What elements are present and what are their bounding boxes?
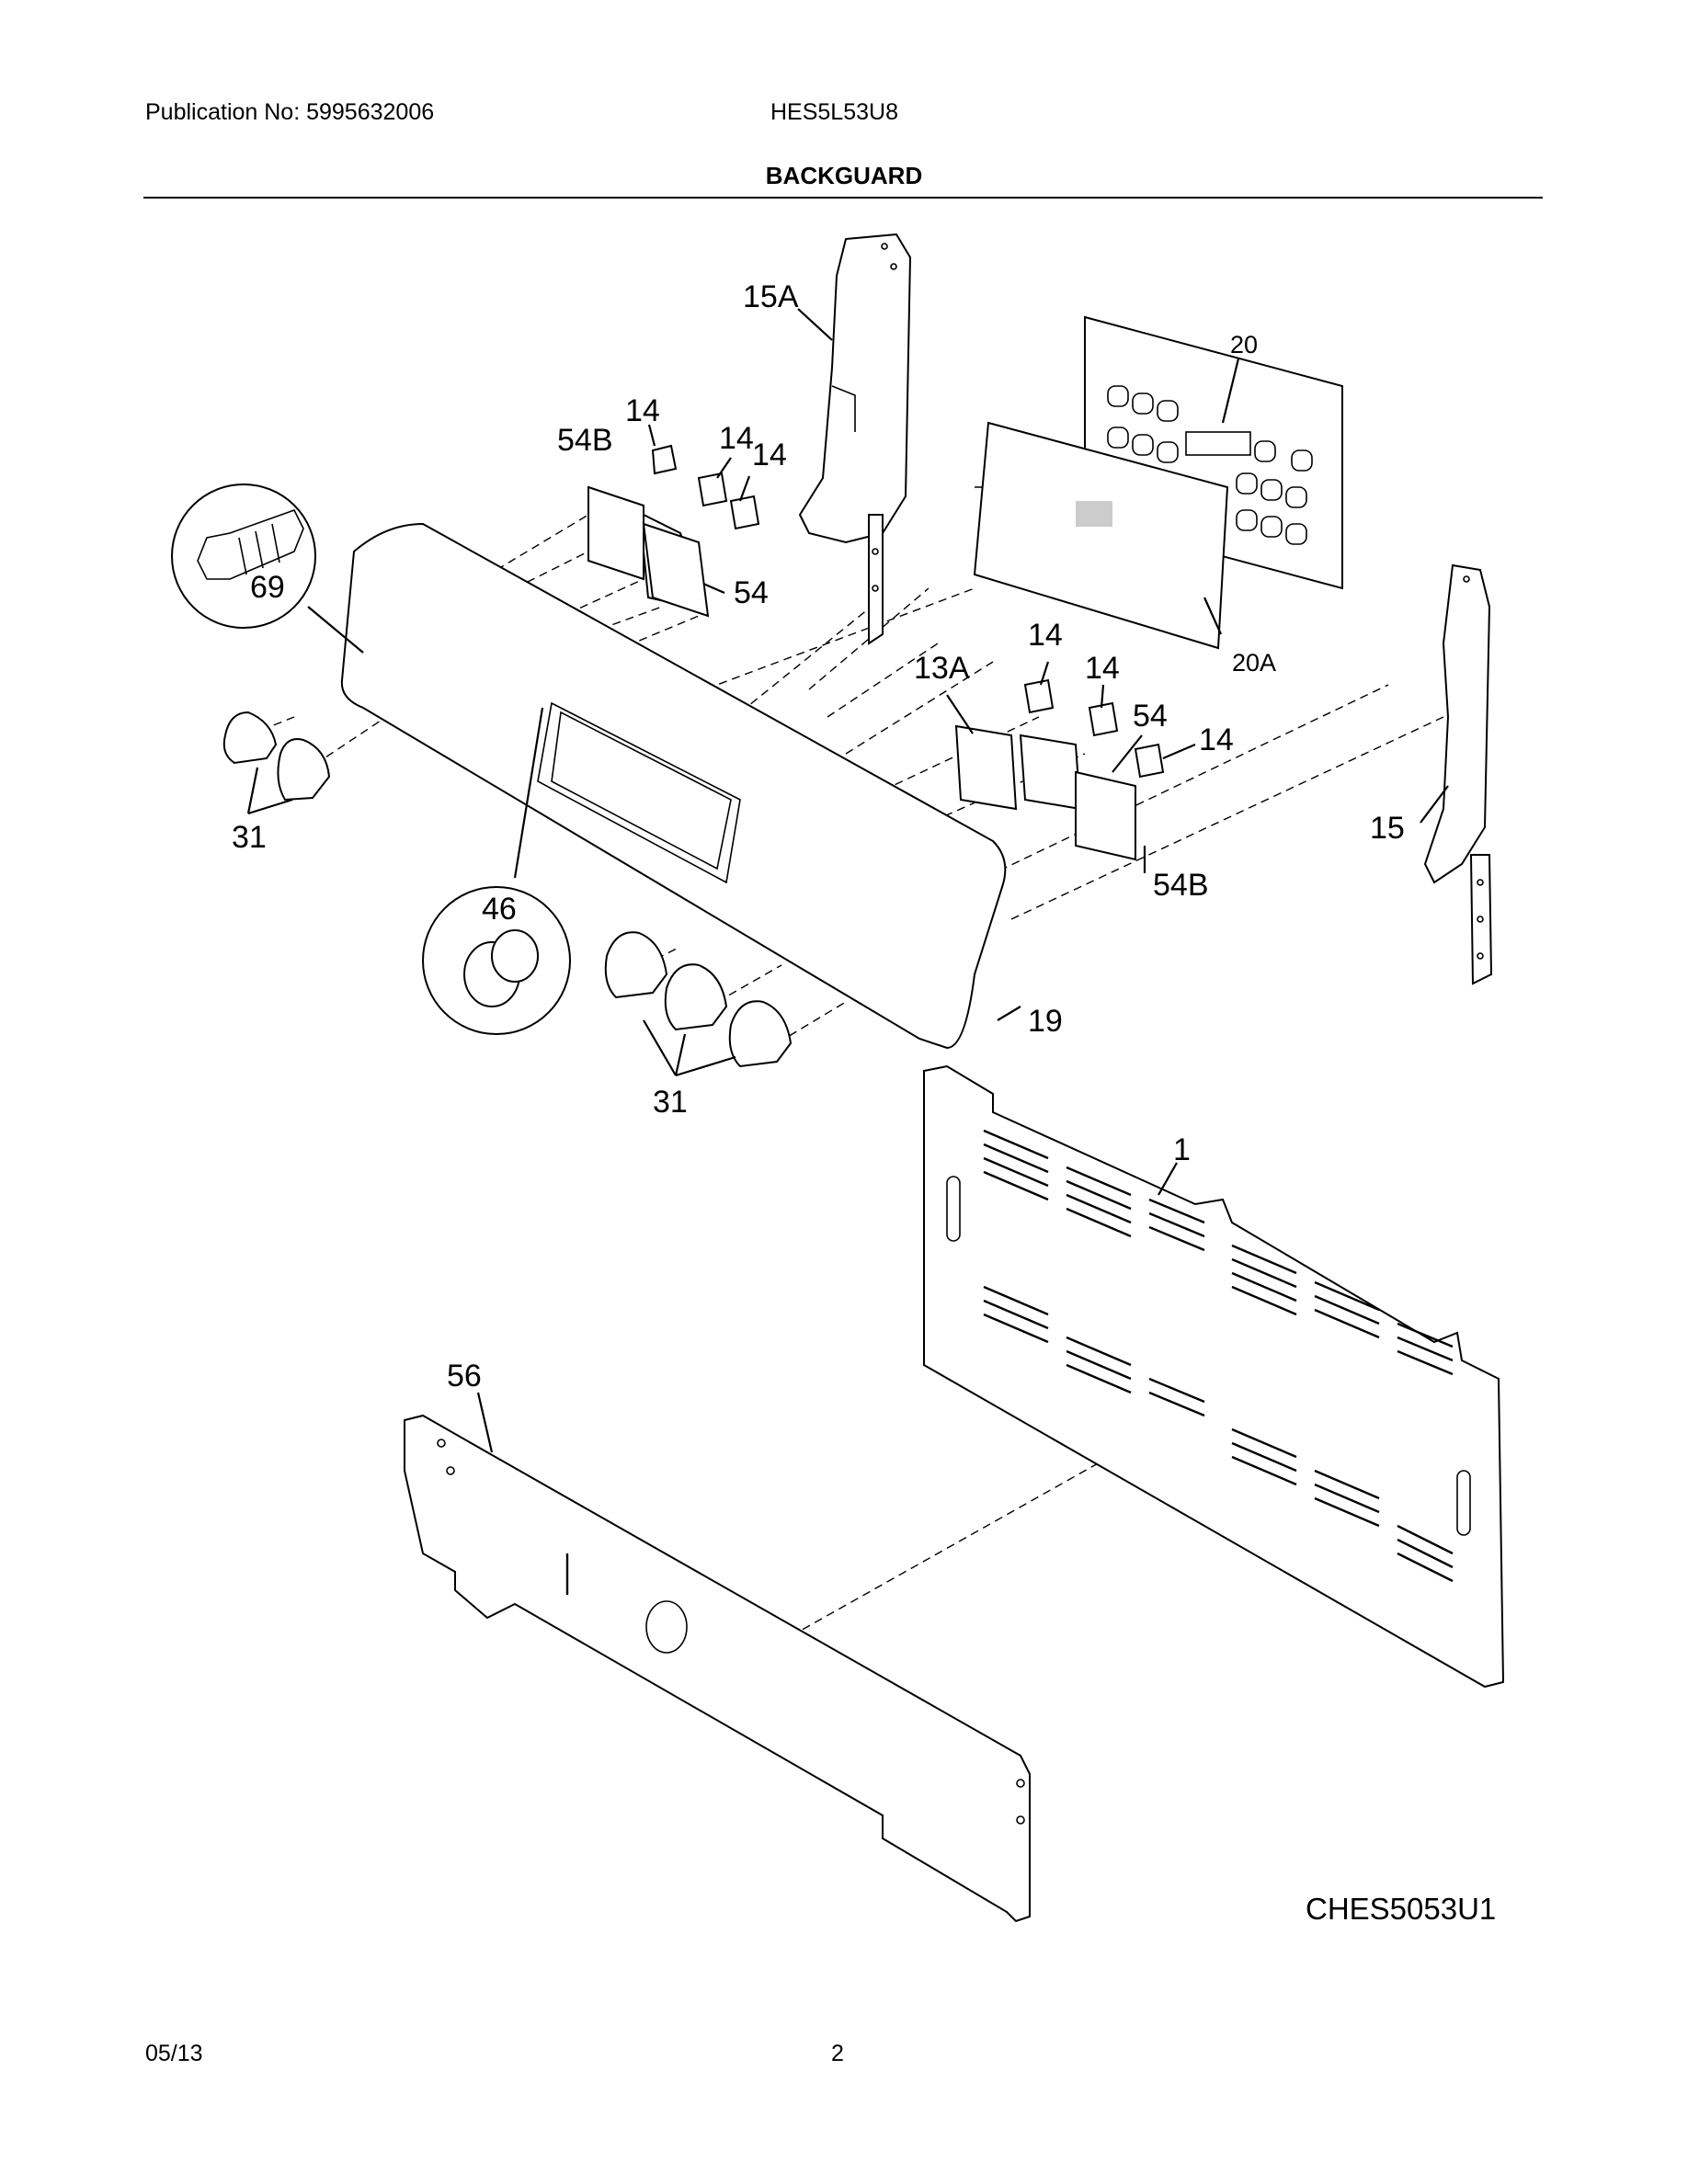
callout-54B-upper: 54B xyxy=(557,423,613,458)
callout-15A: 15A xyxy=(743,279,799,314)
callout-54-upper: 54 xyxy=(734,575,769,610)
callout-31-left: 31 xyxy=(232,820,267,855)
callout-14-f: 14 xyxy=(1199,722,1234,757)
model-number: HES5L53U8 xyxy=(770,99,898,125)
upper-switches xyxy=(587,444,760,618)
footer-page-number: 2 xyxy=(831,2041,844,2066)
knobs-left-31 xyxy=(222,711,331,802)
callout-14-c: 14 xyxy=(752,438,787,472)
vent-slots xyxy=(983,1129,1454,1583)
control-overlay-20A xyxy=(973,421,1229,650)
callout-14-b: 14 xyxy=(719,421,754,456)
publication-number: Publication No: 5995632006 xyxy=(145,99,435,125)
callout-31-lower: 31 xyxy=(653,1085,688,1120)
callout-20A: 20A xyxy=(1232,649,1276,677)
right-end-bracket-15 xyxy=(1423,563,1493,985)
callout-46: 46 xyxy=(482,892,517,927)
callout-19: 19 xyxy=(1028,1004,1063,1039)
callout-69: 69 xyxy=(250,570,285,605)
callout-54-lower: 54 xyxy=(1133,699,1168,734)
rear-panel-1 xyxy=(923,1064,1505,1689)
diagram-code: CHES5053U1 xyxy=(1306,1892,1496,1926)
callout-14-a: 14 xyxy=(625,393,660,428)
lower-switches xyxy=(954,678,1165,861)
callout-labels: 15A 20 14 54B 14 14 69 54 14 13A 14 20A … xyxy=(232,279,1496,1926)
callout-leader-lines xyxy=(246,308,1449,1453)
callout-20: 20 xyxy=(1230,331,1258,358)
callout-14-e: 14 xyxy=(1085,651,1120,686)
callout-54B-lower: 54B xyxy=(1153,868,1209,903)
callout-56: 56 xyxy=(447,1359,482,1393)
footer-date: 05/13 xyxy=(145,2041,203,2066)
callout-15: 15 xyxy=(1370,811,1405,846)
lower-mounting-plate-56 xyxy=(404,1414,1031,1923)
left-end-bracket-15A xyxy=(798,233,912,645)
knob-stop-detail-46 xyxy=(422,886,571,1035)
control-panel-backguard-19 xyxy=(340,522,1007,1050)
callout-13A: 13A xyxy=(914,651,970,686)
section-title: BACKGUARD xyxy=(765,162,923,189)
callout-14-d: 14 xyxy=(1028,618,1063,653)
callout-1: 1 xyxy=(1173,1132,1191,1167)
screw-detail-69 xyxy=(171,483,316,629)
knobs-lower-31 xyxy=(604,931,793,1068)
header-rule xyxy=(143,197,1543,199)
